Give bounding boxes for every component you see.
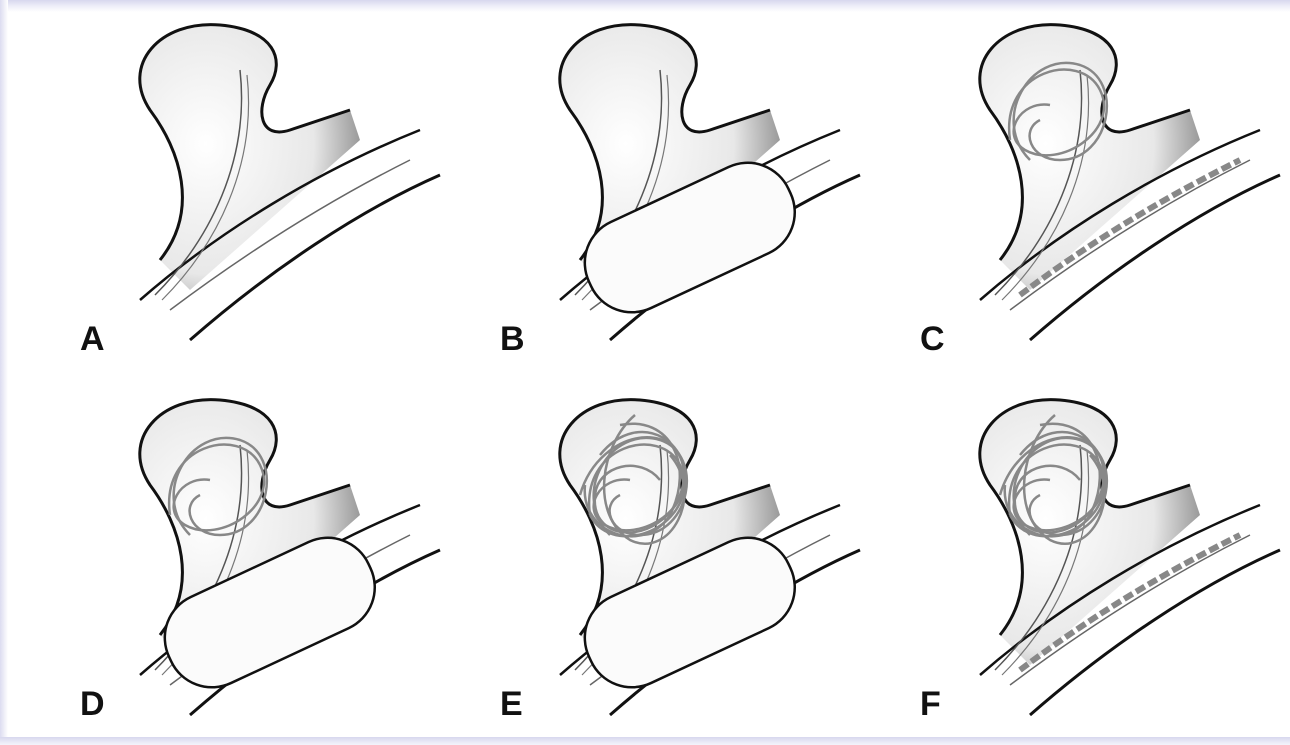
panel-d-drawing bbox=[100, 385, 520, 745]
panel-f-label: F bbox=[920, 685, 941, 724]
panel-b: B bbox=[520, 10, 940, 370]
slide-border bbox=[0, 0, 8, 737]
panel-d-label: D bbox=[80, 685, 105, 724]
panel-c-drawing bbox=[940, 10, 1290, 370]
panel-a: A bbox=[100, 10, 520, 370]
aneurysm-shading bbox=[140, 25, 360, 290]
panel-e-label: E bbox=[500, 685, 523, 724]
panel-c-label: C bbox=[920, 320, 945, 359]
panel-a-label: A bbox=[80, 320, 105, 359]
aneurysm-shading bbox=[980, 25, 1200, 290]
panel-c: C bbox=[940, 10, 1290, 370]
panel-e: E bbox=[520, 385, 940, 745]
panel-f: F bbox=[940, 385, 1290, 745]
panel-b-label: B bbox=[500, 320, 525, 359]
panel-b-drawing bbox=[520, 10, 940, 370]
panel-f-drawing bbox=[940, 385, 1290, 745]
panel-a-drawing bbox=[100, 10, 520, 370]
panel-e-drawing bbox=[520, 385, 940, 745]
panel-d: D bbox=[100, 385, 520, 745]
